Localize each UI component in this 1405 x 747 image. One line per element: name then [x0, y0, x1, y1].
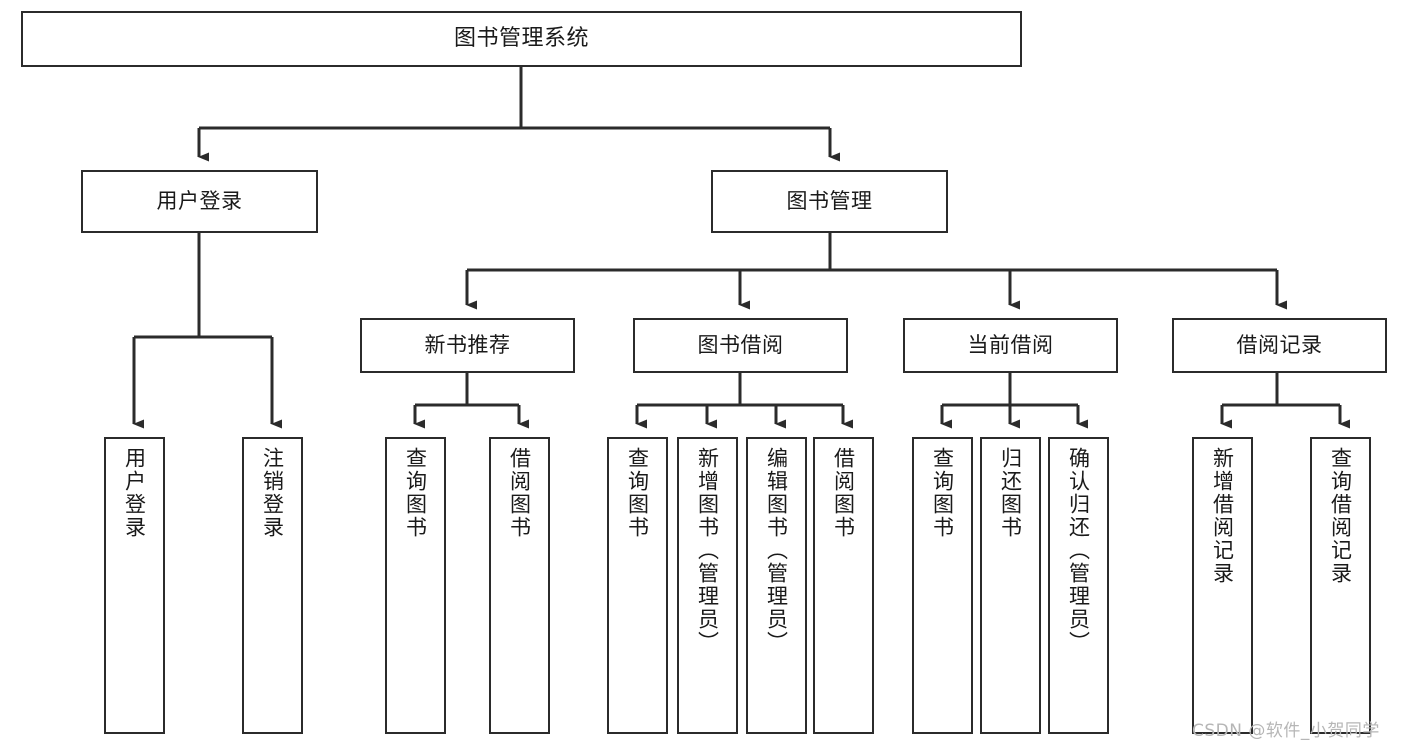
- node-leaf-record-add[interactable]: 新增借阅记录: [1192, 437, 1253, 734]
- node-book-management-label: 图书管理: [786, 189, 873, 214]
- node-leaf-borrow-edit-book-label: 编辑图书（管理员）: [764, 447, 789, 654]
- node-book-borrow-label: 图书借阅: [697, 333, 784, 358]
- node-leaf-current-return-book[interactable]: 归还图书: [980, 437, 1041, 734]
- node-leaf-borrow-borrow-book-label: 借阅图书: [831, 447, 856, 539]
- node-leaf-new-book-query[interactable]: 查询图书: [385, 437, 446, 734]
- node-user-login-label: 用户登录: [156, 189, 243, 214]
- node-leaf-user-login-signin[interactable]: 用户登录: [104, 437, 165, 734]
- node-leaf-user-login-signin-label: 用户登录: [122, 447, 147, 539]
- node-book-management[interactable]: 图书管理: [711, 170, 948, 233]
- node-leaf-new-book-borrow[interactable]: 借阅图书: [489, 437, 550, 734]
- node-leaf-current-confirm-return[interactable]: 确认归还（管理员）: [1048, 437, 1109, 734]
- node-leaf-record-query[interactable]: 查询借阅记录: [1310, 437, 1371, 734]
- node-leaf-borrow-borrow-book[interactable]: 借阅图书: [813, 437, 874, 734]
- node-leaf-user-login-signout-label: 注销登录: [260, 447, 285, 539]
- node-leaf-borrow-query-book-label: 查询图书: [625, 447, 650, 539]
- node-leaf-borrow-add-book-label: 新增图书（管理员）: [695, 447, 720, 654]
- node-new-book-recommend-label: 新书推荐: [424, 333, 511, 358]
- node-leaf-borrow-add-book[interactable]: 新增图书（管理员）: [677, 437, 738, 734]
- node-leaf-borrow-query-book[interactable]: 查询图书: [607, 437, 668, 734]
- node-borrow-record-label: 借阅记录: [1236, 333, 1323, 358]
- node-new-book-recommend[interactable]: 新书推荐: [360, 318, 575, 373]
- node-book-borrow[interactable]: 图书借阅: [633, 318, 848, 373]
- node-leaf-record-query-label: 查询借阅记录: [1328, 447, 1353, 585]
- node-leaf-borrow-edit-book[interactable]: 编辑图书（管理员）: [746, 437, 807, 734]
- node-leaf-current-query-book[interactable]: 查询图书: [912, 437, 973, 734]
- node-root-system-label: 图书管理系统: [453, 26, 589, 52]
- csdn-watermark: CSDN @软件_小贺同学: [1192, 721, 1380, 741]
- node-leaf-record-add-label: 新增借阅记录: [1210, 447, 1235, 585]
- node-leaf-new-book-query-label: 查询图书: [403, 447, 428, 539]
- node-current-borrow[interactable]: 当前借阅: [903, 318, 1118, 373]
- node-current-borrow-label: 当前借阅: [967, 333, 1054, 358]
- node-leaf-current-query-book-label: 查询图书: [930, 447, 955, 539]
- node-borrow-record[interactable]: 借阅记录: [1172, 318, 1387, 373]
- node-user-login[interactable]: 用户登录: [81, 170, 318, 233]
- node-leaf-new-book-borrow-label: 借阅图书: [507, 447, 532, 539]
- node-root-system[interactable]: 图书管理系统: [21, 11, 1022, 67]
- node-leaf-user-login-signout[interactable]: 注销登录: [242, 437, 303, 734]
- node-leaf-current-confirm-return-label: 确认归还（管理员）: [1066, 447, 1091, 654]
- node-leaf-current-return-book-label: 归还图书: [998, 447, 1023, 539]
